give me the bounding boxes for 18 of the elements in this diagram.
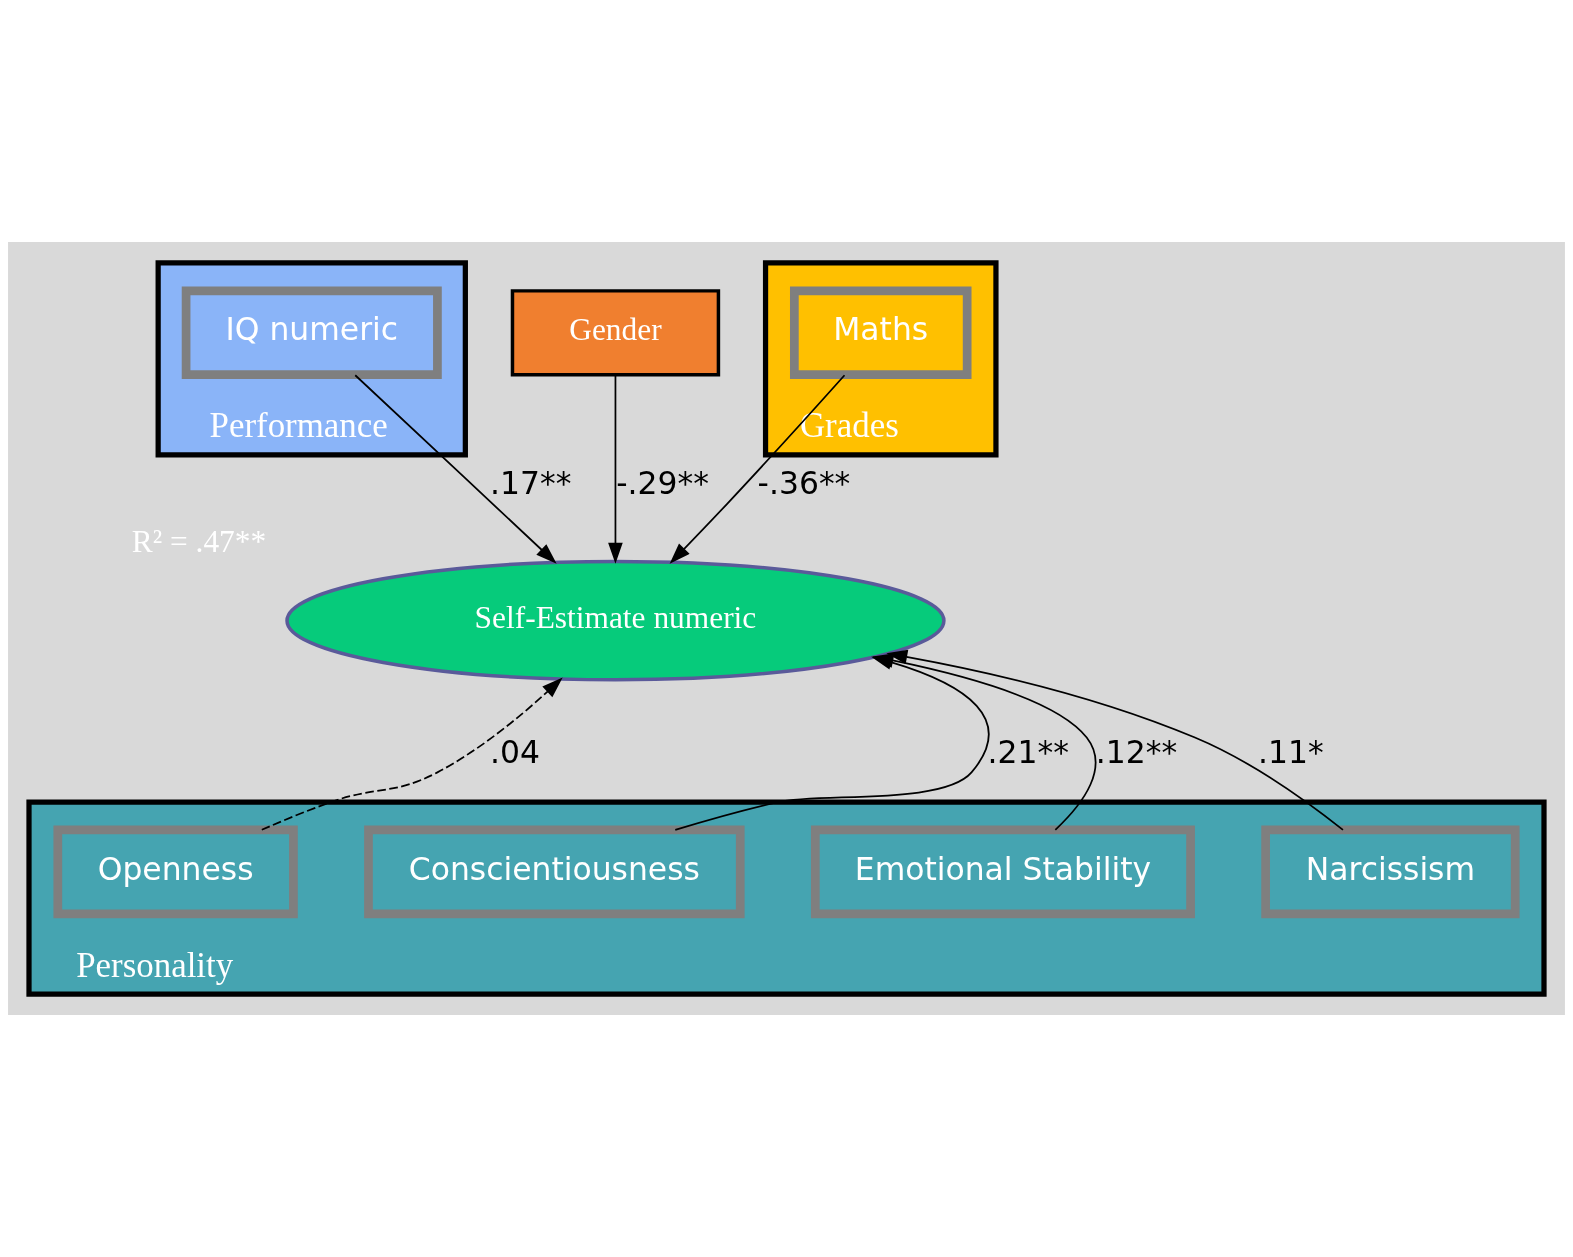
node-box: Gender [510,289,721,377]
node-box: Conscientiousness [364,825,745,919]
node-box: Openness [53,825,298,919]
node-box: Emotional Stability [810,825,1195,919]
node-box: IQ numeric [181,286,442,379]
arrow [354,374,557,564]
edge-label: .17** [490,465,572,502]
node-box: Narcissism [1261,825,1520,919]
edge-label: .04 [490,733,541,770]
arrow [669,374,846,564]
arrow [608,374,623,564]
edge-label: .21** [987,733,1069,770]
edge-label: -.36** [757,465,851,502]
node-box: Maths [790,286,972,379]
edge-label: .12** [1095,733,1178,770]
edge-label: .11* [1258,733,1324,770]
edge-label: -.29** [616,465,709,502]
node-ellipse: Self-Estimate numeric [285,559,946,682]
